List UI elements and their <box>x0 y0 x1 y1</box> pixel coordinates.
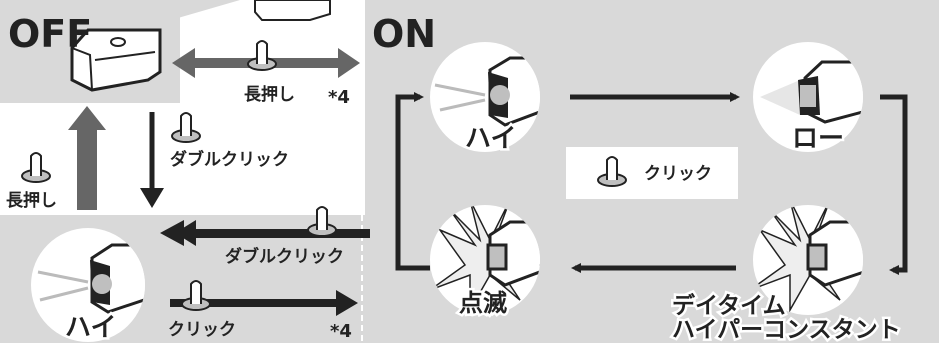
mode-high-on-label: ハイ <box>465 124 516 154</box>
mode-daytime <box>753 205 863 315</box>
press-icon-double-back <box>307 206 337 237</box>
double-click-back-label: ダブルクリック <box>225 246 344 267</box>
off-device-icon <box>70 28 162 92</box>
double-click-down-label: ダブルクリック <box>170 149 289 170</box>
mode-high-left-label: ハイ <box>65 313 116 343</box>
long-press-up-arrow <box>68 106 106 210</box>
top-device-icon <box>254 0 331 21</box>
mode-blink-label: 点滅 <box>459 289 507 317</box>
mode-daytime-label-line2: ハイパーコンスタント <box>672 317 901 343</box>
off-panel-notch <box>178 0 240 18</box>
long-press-top-label: 長押し <box>244 84 295 105</box>
mode-high-on <box>430 42 540 152</box>
off-title: OFF <box>8 12 92 56</box>
on-cycle-arrows <box>395 92 908 275</box>
mode-daytime-label-line1: デイタイム <box>672 292 786 319</box>
press-icon-left <box>21 152 51 183</box>
double-click-down-arrow <box>140 112 164 208</box>
mode-high-left <box>31 228 145 342</box>
click-forward-arrow <box>170 290 358 316</box>
click-legend-label: クリック <box>644 164 712 184</box>
press-icon-legend <box>597 156 627 187</box>
mode-low-label: ロー <box>792 124 844 154</box>
footnote-bottom: *4 <box>330 321 352 342</box>
mode-low <box>753 42 863 152</box>
footnote-top: *4 <box>328 87 350 108</box>
click-legend-box <box>566 147 738 199</box>
long-press-left-label: 長押し <box>6 190 57 211</box>
press-icon-top <box>247 40 277 71</box>
press-icon-click-bottom <box>181 280 211 311</box>
on-title: ON <box>372 12 436 56</box>
click-bottom-label: クリック <box>168 320 236 340</box>
mode-blink <box>430 205 540 315</box>
double-click-back-arrow <box>160 220 370 246</box>
press-icon-double-down <box>171 112 201 143</box>
